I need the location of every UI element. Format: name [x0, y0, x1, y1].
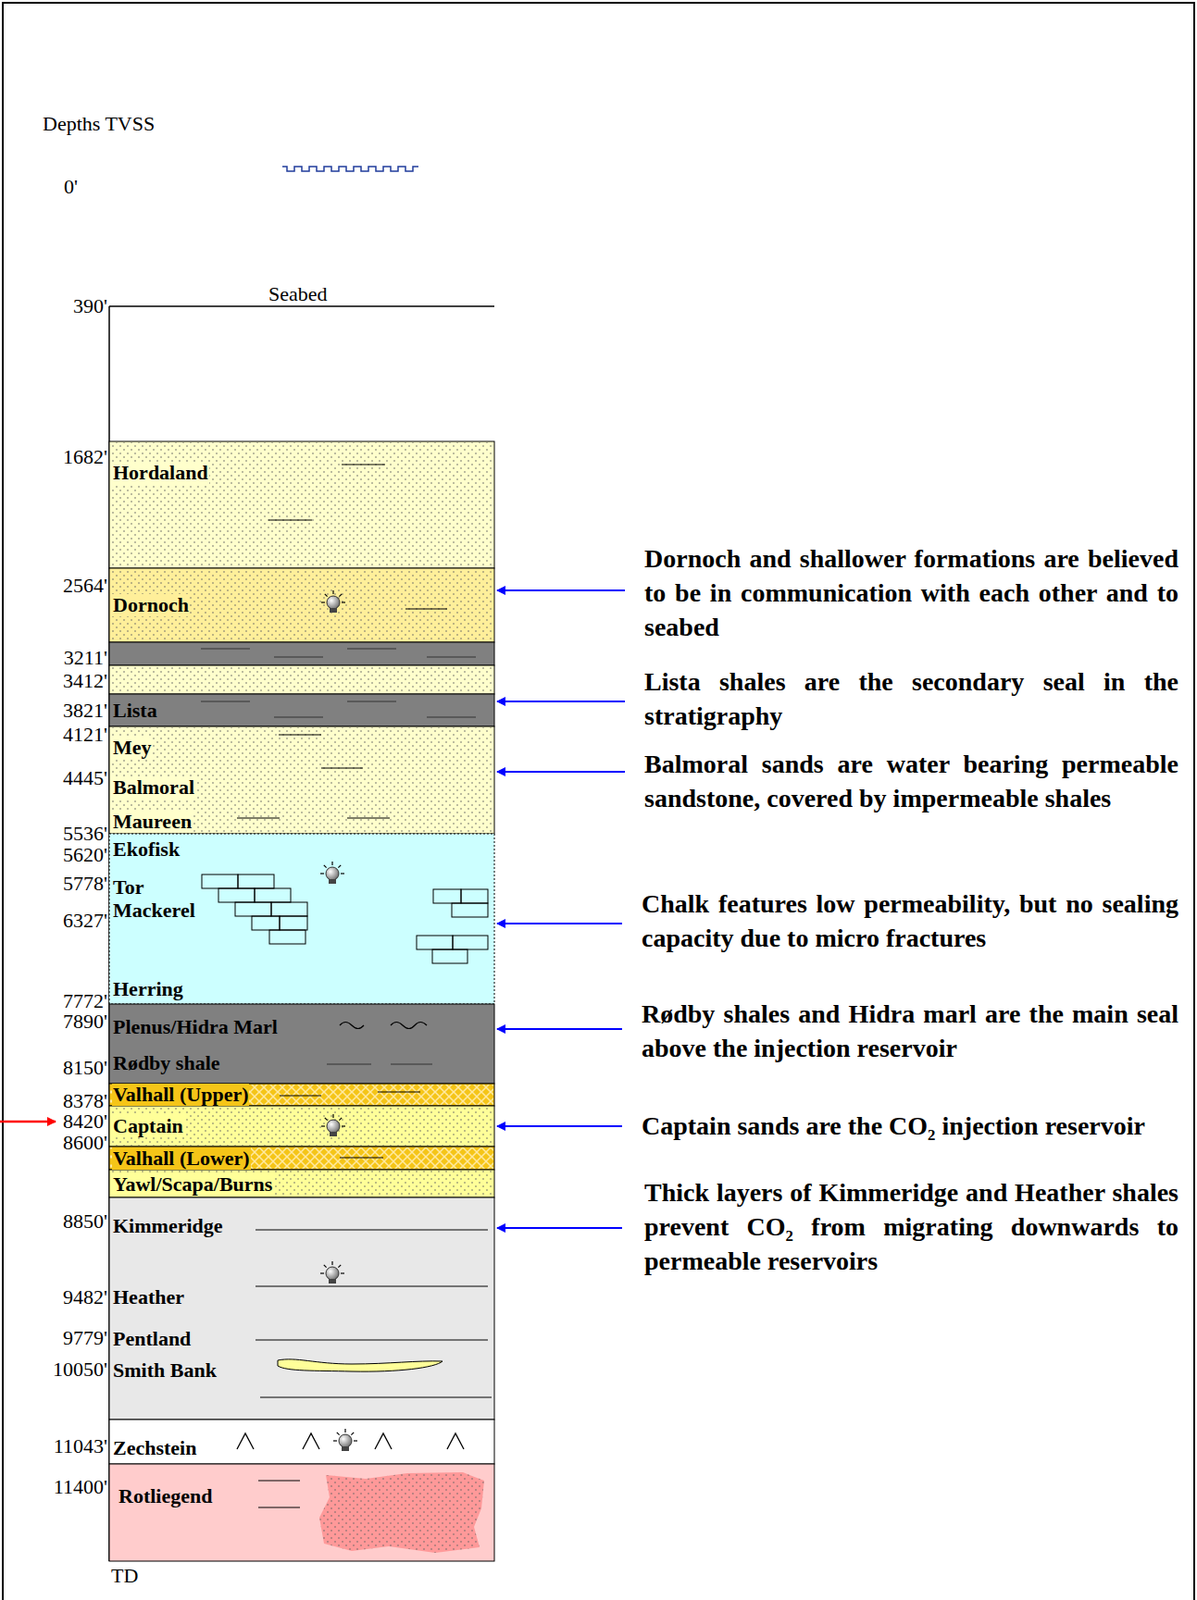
- depth-label: 10050': [52, 1359, 108, 1382]
- formation-name: Captain: [112, 1115, 185, 1138]
- formation-band: MeyBalmoralMaureen: [109, 726, 495, 835]
- formation-band: Dornoch: [109, 568, 495, 643]
- depth-label: 390': [73, 295, 108, 318]
- depth-label: 5778': [62, 872, 108, 896]
- callout-note: Thick layers of Kimmeridge and Heather s…: [644, 1175, 1179, 1279]
- td-label: TD: [111, 1565, 138, 1588]
- depth-label: 8378': [62, 1090, 108, 1113]
- callout-note: Chalk features low permeability, but no …: [641, 886, 1179, 956]
- formation-name: Mey: [112, 736, 153, 760]
- formation-name: Yawl/Scapa/Burns: [112, 1173, 274, 1197]
- depth-label: 9779': [62, 1327, 108, 1350]
- depth-label: 2564': [62, 574, 108, 598]
- formation-name: Lista: [112, 699, 159, 723]
- formation-name: Smith Bank: [112, 1359, 218, 1383]
- depth-label: 5620': [62, 844, 108, 867]
- depth-label: 1682': [62, 446, 108, 469]
- axis-title: Depths TVSS: [42, 112, 155, 136]
- depth-label: 7772': [62, 990, 108, 1013]
- depth-label: 3412': [62, 670, 108, 693]
- depth-label: 5536': [62, 822, 108, 846]
- formation-name: Valhall (Lower): [112, 1147, 251, 1171]
- formation-name: Pentland: [112, 1328, 192, 1351]
- formation-name: Plenus/Hidra Marl: [112, 1016, 279, 1039]
- formation-name: Kimmeridge: [112, 1215, 225, 1238]
- formation-band: EkofiskTorMackerelHerring: [109, 834, 495, 1005]
- formation-name: Hordaland: [112, 461, 210, 485]
- formation-band: Captain: [109, 1106, 495, 1148]
- depth-label: 7890': [62, 1010, 108, 1034]
- depth-label: 8850': [62, 1210, 108, 1234]
- formation-name: Dornoch: [112, 594, 190, 617]
- depth-label: 8420': [62, 1110, 108, 1134]
- formation-name: Rotliegend: [117, 1485, 213, 1509]
- depth-label: 0': [63, 175, 78, 199]
- formation-band: Rotliegend: [109, 1464, 495, 1562]
- formation-band: Hordaland: [109, 441, 495, 569]
- formation-name: Rødby shale: [112, 1052, 222, 1075]
- depth-label: 4445': [62, 767, 108, 790]
- formation-name: Heather: [112, 1286, 186, 1310]
- formation-band: Valhall (Upper): [109, 1084, 495, 1107]
- callout-note: Lista shales are the secondary seal in t…: [644, 664, 1179, 734]
- formation-name: Balmoral: [112, 776, 196, 799]
- seabed-label: Seabed: [268, 283, 328, 306]
- formation-name: Herring: [112, 978, 185, 1001]
- callout-note: Balmoral sands are water bearing permeab…: [644, 747, 1179, 816]
- depth-label: 8600': [62, 1132, 108, 1155]
- callout-note: Dornoch and shallower formations are bel…: [644, 541, 1179, 645]
- formation-band: Zechstein: [109, 1420, 495, 1465]
- formation-name: Tor: [112, 876, 145, 899]
- formation-name: Maureen: [112, 810, 193, 834]
- formation-band: KimmeridgeHeatherPentlandSmith Bank: [109, 1197, 495, 1421]
- formation-name: Mackerel: [112, 899, 197, 923]
- depth-label: 11043': [53, 1435, 108, 1459]
- formation-name: Valhall (Upper): [112, 1084, 250, 1107]
- depth-label: 3821': [62, 699, 108, 723]
- formation-band: Valhall (Lower): [109, 1147, 495, 1171]
- depth-label: 4121': [62, 723, 108, 747]
- formation-band: Plenus/Hidra MarlRødby shale: [109, 1004, 495, 1085]
- depth-label: 9482': [62, 1286, 108, 1310]
- depth-label: 8150': [62, 1057, 108, 1080]
- depth-label: 11400': [53, 1476, 108, 1499]
- formation-band: Yawl/Scapa/Burns: [109, 1170, 495, 1198]
- depth-label: 3211': [63, 647, 108, 670]
- formation-name: Ekofisk: [112, 838, 181, 861]
- callout-note: Rødby shales and Hidra marl are the main…: [641, 997, 1179, 1066]
- formation-name: Zechstein: [112, 1437, 198, 1460]
- callout-note: Captain sands are the CO₂ injection rese…: [641, 1109, 1179, 1144]
- depth-label: 6327': [62, 910, 108, 933]
- formation-band: Lista: [109, 694, 495, 727]
